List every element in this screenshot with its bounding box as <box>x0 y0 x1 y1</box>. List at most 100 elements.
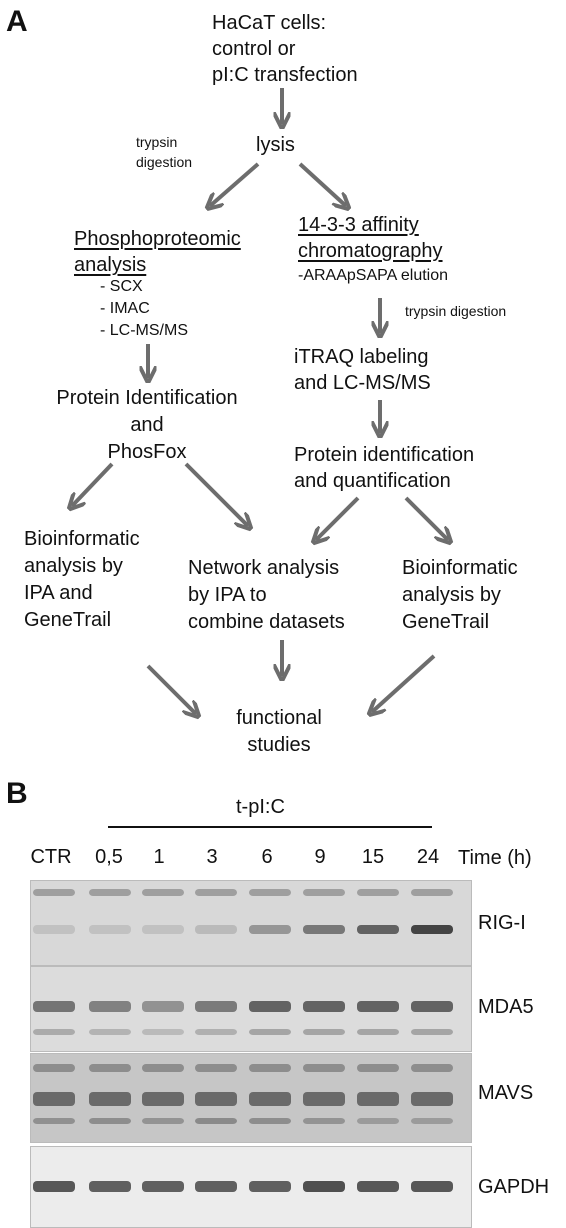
blot-band <box>195 1001 237 1012</box>
blot-band <box>142 1181 184 1192</box>
itraq-line-1: iTRAQ labeling <box>294 346 429 368</box>
arrow-left-to-bioinf <box>72 462 114 506</box>
arrow-lysis-to-phospho <box>210 162 260 206</box>
blot-band <box>33 1118 75 1124</box>
blot-band <box>411 1181 453 1192</box>
network-line-3: combine datasets <box>188 611 345 633</box>
bioinf-right-node: Bioinformatic analysis by GeneTrail <box>402 555 518 636</box>
treatment-bracket <box>108 826 432 828</box>
lysis-node: lysis <box>256 134 295 156</box>
phospho-step-1: - SCX <box>100 278 143 295</box>
blot-band <box>303 1118 345 1124</box>
blot-band <box>249 889 291 896</box>
itraq-line-2: and LC-MS/MS <box>294 372 431 394</box>
bioinf-left-line-4: GeneTrail <box>24 609 112 631</box>
blot-band <box>357 925 399 934</box>
blot-band <box>195 1029 237 1035</box>
panel-a-label: A <box>6 5 28 38</box>
blot-band <box>142 1029 184 1035</box>
blot-band <box>411 925 453 934</box>
time-axis-label: Time (h) <box>458 847 532 869</box>
blot-band <box>195 889 237 896</box>
protein-label-mda5: MDA5 <box>478 996 534 1018</box>
bioinf-left-line-3: IPA and <box>24 582 93 604</box>
bioinf-right-line-1: Bioinformatic <box>402 557 518 579</box>
bioinf-left-node: Bioinformatic analysis by IPA and GeneTr… <box>24 526 140 634</box>
bioinf-right-line-3: GeneTrail <box>402 611 490 633</box>
affinity-title-line-1: 14-3-3 affinity <box>298 214 419 236</box>
blot-band <box>411 1118 453 1124</box>
blot-band <box>89 1001 131 1012</box>
blot-band <box>249 1064 291 1072</box>
trypsin-left-line-2: digestion <box>136 154 193 170</box>
treatment-label: t-pI:C <box>236 796 285 818</box>
protein-id-right-node: Protein identification and quantificatio… <box>294 442 474 494</box>
blot-band <box>357 1001 399 1012</box>
start-line-3: pI:C transfection <box>212 64 358 86</box>
network-line-1: Network analysis <box>188 557 340 579</box>
lane-label: 6 <box>261 846 273 868</box>
blot-band <box>142 1092 184 1106</box>
blot-band <box>33 889 75 896</box>
blot-band <box>411 889 453 896</box>
blot-band <box>33 1092 75 1106</box>
blot-band <box>33 925 75 934</box>
start-line-1: HaCaT cells: <box>212 12 327 34</box>
arrow-right-to-bioinf <box>404 496 448 540</box>
blot-band <box>357 889 399 896</box>
blot-band <box>249 1181 291 1192</box>
blot-band <box>142 1118 184 1124</box>
protein-id-left-line-3: PhosFox <box>107 441 187 463</box>
blot-band <box>357 1064 399 1072</box>
blot-band <box>33 1001 75 1012</box>
blot-band <box>33 1181 75 1192</box>
lane-label: 9 <box>314 846 326 868</box>
blot-band <box>303 1181 345 1192</box>
blot-band <box>195 1064 237 1072</box>
blot-band <box>89 1118 131 1124</box>
trypsin-right-note: trypsin digestion <box>405 303 507 319</box>
protein-label-rig-i: RIG-I <box>478 912 526 934</box>
lane-label: 15 <box>361 846 385 868</box>
protein-label-gapdh: GAPDH <box>478 1176 550 1198</box>
blot-band <box>89 1092 131 1106</box>
blot-band <box>249 1092 291 1106</box>
protein-id-right-line-2: and quantification <box>294 470 451 492</box>
start-line-2: control or <box>212 38 296 60</box>
blot-band <box>357 1181 399 1192</box>
arrow-bioinf-right-to-functional <box>372 654 436 712</box>
lane-label: CTR <box>30 846 72 868</box>
blot-band <box>142 925 184 934</box>
start-node: HaCaT cells: control or pI:C transfectio… <box>212 10 358 88</box>
bioinf-left-line-1: Bioinformatic <box>24 528 140 550</box>
blot-band <box>303 1064 345 1072</box>
trypsin-left-note: trypsin digestion <box>136 132 192 172</box>
blot-band <box>303 1092 345 1106</box>
blot-gapdh <box>30 1146 472 1228</box>
blot-band <box>33 1064 75 1072</box>
blot-band <box>89 1029 131 1035</box>
blot-band <box>411 1064 453 1072</box>
network-line-2: by IPA to <box>188 584 267 606</box>
blot-band <box>303 1029 345 1035</box>
lane-label: 0,5 <box>95 846 123 868</box>
phospho-title-line-1: Phosphoproteomic <box>74 228 241 250</box>
arrow-left-to-network <box>184 462 248 526</box>
phospho-step-2: - IMAC <box>100 300 150 317</box>
blot-band <box>33 1029 75 1035</box>
protein-id-right-line-1: Protein identification <box>294 444 475 466</box>
bioinf-left-line-2: analysis by <box>24 555 123 577</box>
arrow-right-to-network <box>316 496 360 540</box>
blot-band <box>142 889 184 896</box>
blot-band <box>142 1001 184 1012</box>
blot-band <box>249 925 291 934</box>
blot-band <box>303 1001 345 1012</box>
affinity-title-line-2: chromatography <box>298 240 443 262</box>
blot-band <box>357 1029 399 1035</box>
functional-line-2: studies <box>247 734 311 756</box>
phospho-title-line-2: analysis <box>74 254 147 276</box>
arrow-lysis-to-affinity <box>298 162 346 206</box>
protein-id-left-node: Protein Identification and PhosFox <box>36 385 258 466</box>
blot-band <box>249 1029 291 1035</box>
blot-band <box>89 889 131 896</box>
